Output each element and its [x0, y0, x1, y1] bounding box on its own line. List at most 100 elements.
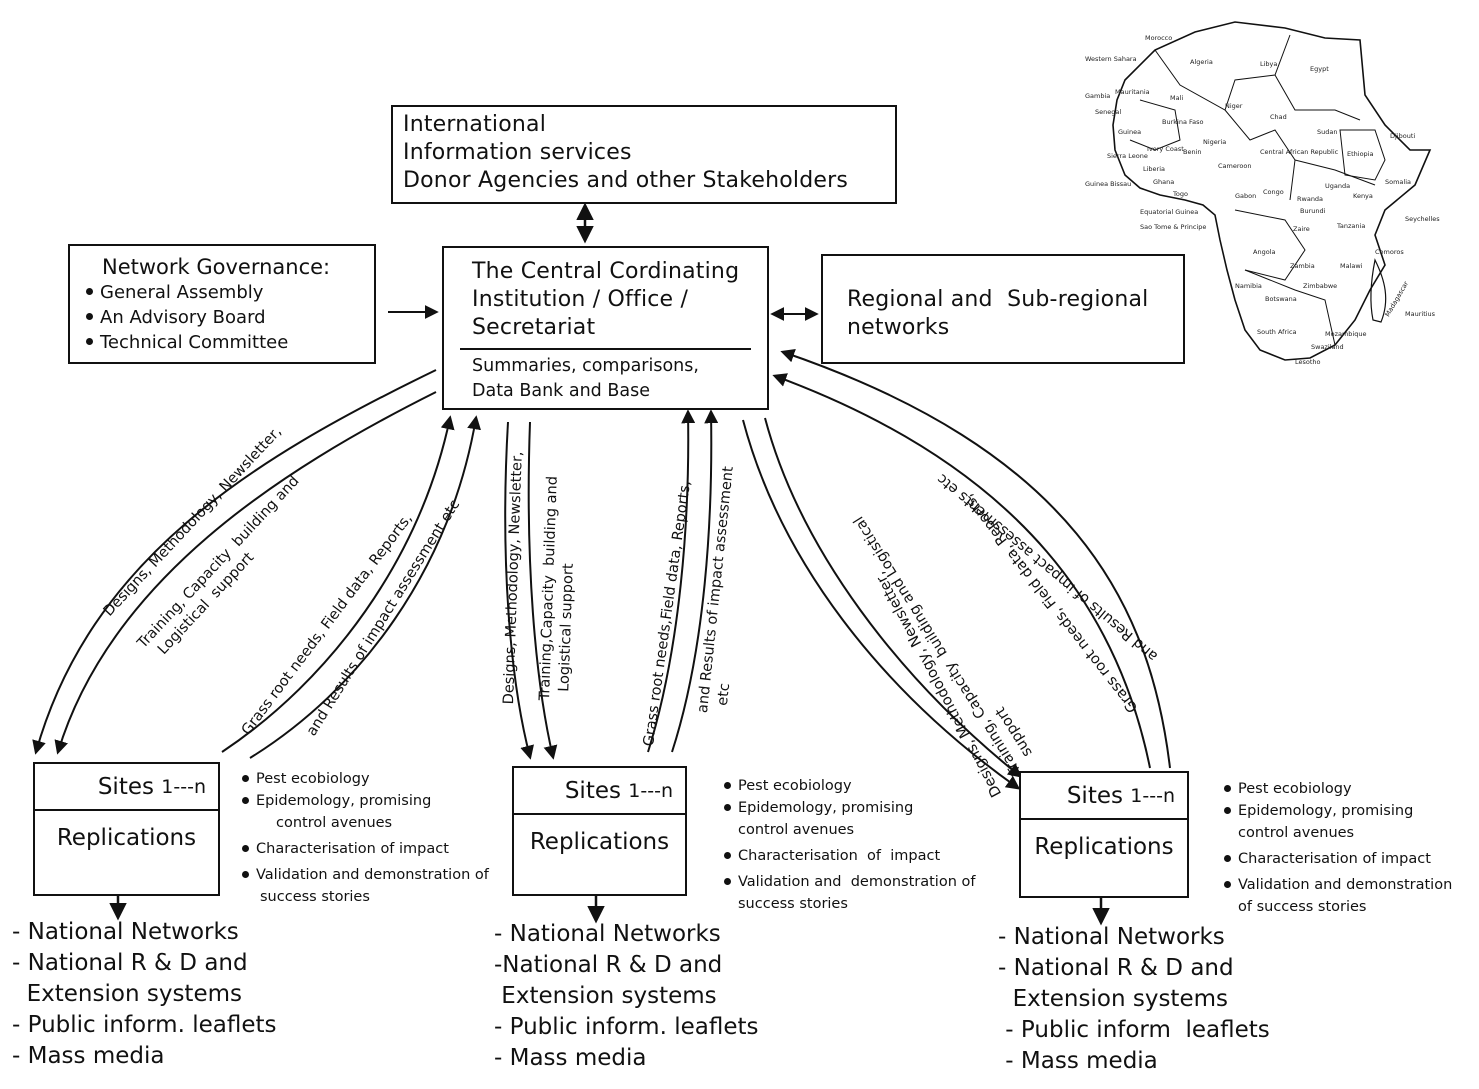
- governance-item: General Assembly: [84, 280, 364, 305]
- site-box-right: Sites 1---n Replications: [1019, 771, 1189, 898]
- map-label-mauritius: Mauritius: [1405, 310, 1436, 318]
- map-label-mali: Mali: [1170, 94, 1184, 102]
- map-label-zimbabwe: Zimbabwe: [1303, 282, 1338, 290]
- governance-box: Network Governance: General Assembly An …: [68, 244, 376, 364]
- africa-map-outline: [1112, 21, 1432, 361]
- output-item: - Public inform. leaflets: [494, 1014, 759, 1040]
- site-range: 1---n: [161, 775, 206, 798]
- arrow-right-up-2: [780, 348, 1171, 769]
- map-label-south-africa: South Africa: [1257, 328, 1297, 336]
- regional-line-1: Regional and Sub-regional: [847, 287, 1149, 312]
- governance-item: Technical Committee: [84, 330, 364, 355]
- map-label-sudan: Sudan: [1317, 128, 1338, 136]
- map-label-western-sahara: Western Sahara: [1085, 55, 1137, 63]
- map-label-algeria: Algeria: [1190, 58, 1213, 66]
- site-label: Sites: [97, 773, 154, 800]
- map-label-burkina-faso: Burkina Faso: [1162, 118, 1204, 126]
- activity-item: Characterisation of impact: [722, 845, 1007, 867]
- map-label-togo: Togo: [1173, 190, 1188, 198]
- site-header: Sites 1---n: [1021, 773, 1187, 820]
- map-label-comoros: Comoros: [1375, 248, 1404, 256]
- central-title-line-3: Secretariat: [472, 315, 596, 340]
- site-header: Sites 1---n: [35, 764, 218, 811]
- map-label-niger: Niger: [1225, 102, 1243, 110]
- arrow-mid-up-2: [671, 409, 719, 753]
- map-label-burundi: Burundi: [1300, 207, 1326, 215]
- map-label-egypt: Egypt: [1310, 65, 1329, 73]
- arrow-mid-down-2: [527, 421, 558, 760]
- map-label-swaziland: Swaziland: [1311, 343, 1344, 351]
- arrow-left-up-2: [249, 415, 482, 759]
- map-label-namibia: Namibia: [1235, 282, 1262, 290]
- site-box-left: Sites 1---n Replications: [33, 762, 220, 896]
- central-sub-line-1: Summaries, comparisons,: [472, 356, 699, 376]
- map-label-ivory-coast: Ivory Coast: [1147, 145, 1184, 153]
- map-label-lesotho: Lesotho: [1295, 358, 1321, 366]
- activity-item: Characterisation of impact: [1222, 848, 1479, 870]
- map-label-congo: Congo: [1263, 188, 1284, 196]
- map-label-cameroon: Cameroon: [1218, 162, 1252, 170]
- site-label: Sites: [564, 777, 621, 804]
- site-outputs-left: - National Networks - National R & D and…: [12, 917, 276, 1072]
- central-title-line-2: Institution / Office /: [472, 287, 689, 312]
- map-label-guinea: Guinea: [1118, 128, 1142, 136]
- arrow-right-up-1: [772, 373, 1151, 769]
- site-outputs-right: - National Networks - National R & D and…: [998, 922, 1270, 1077]
- arrow-left-down-1: [32, 369, 437, 755]
- map-label-botswana: Botswana: [1265, 295, 1297, 303]
- output-item: Extension systems: [494, 983, 717, 1009]
- map-label-ethiopia: Ethiopia: [1347, 150, 1374, 158]
- site-range: 1---n: [1130, 784, 1175, 807]
- output-item: - Mass media: [998, 1048, 1158, 1074]
- map-label-guinea-bissau: Guinea Bissau: [1085, 180, 1132, 188]
- flow-label-mid-down-2: Training,Capacity building and Logistica…: [536, 475, 577, 702]
- site-box-middle: Sites 1---n Replications: [512, 766, 687, 896]
- activity-item: Pest ecobiology: [722, 775, 1007, 797]
- map-label-nigeria: Nigeria: [1203, 138, 1227, 146]
- map-label-senegal: Senegal: [1095, 108, 1122, 116]
- map-label-tanzania: Tanzania: [1337, 222, 1366, 230]
- international-line-2: Information services: [403, 140, 632, 165]
- map-label-zambia: Zambia: [1290, 262, 1315, 270]
- map-label-rwanda: Rwanda: [1297, 195, 1324, 203]
- site-replications: Replications: [529, 829, 670, 855]
- map-label-malawi: Malawi: [1340, 262, 1363, 270]
- map-label-mozambique: Mozambique: [1325, 330, 1367, 338]
- map-label-angola: Angola: [1253, 248, 1276, 256]
- output-item: Extension systems: [998, 986, 1228, 1012]
- arrow-left-down-2: [54, 391, 437, 755]
- output-item: - National Networks: [998, 924, 1225, 950]
- international-line-1: International: [403, 112, 547, 137]
- arrow-mid-down-1: [504, 421, 534, 760]
- central-title-line-1: The Central Cordinating: [472, 259, 740, 284]
- governance-list: General Assembly An Advisory Board Techn…: [84, 280, 364, 355]
- activity-item: Characterisation of impact: [240, 838, 515, 860]
- regional-line-2: networks: [847, 315, 950, 340]
- site-replications: Replications: [1034, 834, 1174, 860]
- arrow-mid-up-1: [647, 409, 696, 753]
- site-header: Sites 1---n: [514, 768, 685, 815]
- activity-item: Pest ecobiology: [1222, 778, 1479, 800]
- site-label: Sites: [1066, 782, 1123, 809]
- map-label-kenya: Kenya: [1353, 192, 1373, 200]
- international-line-3: Donor Agencies and other Stakeholders: [403, 168, 849, 193]
- arrow-right-down-2: [764, 417, 1023, 778]
- arrow-right-down-1: [742, 419, 1021, 790]
- map-label-mauritania: Mauritania: [1115, 88, 1150, 96]
- output-item: Extension systems: [12, 981, 242, 1007]
- map-label-chad: Chad: [1270, 113, 1287, 121]
- map-label-zaire: Zaire: [1293, 225, 1310, 233]
- map-label-gabon: Gabon: [1235, 192, 1257, 200]
- map-label-sierra-leone: Sierra Leone: [1107, 152, 1148, 160]
- map-label-ghana: Ghana: [1153, 178, 1175, 186]
- output-item: - National R & D and: [12, 950, 248, 976]
- map-label-liberia: Liberia: [1143, 165, 1166, 173]
- output-item: - Public inform leaflets: [998, 1017, 1270, 1043]
